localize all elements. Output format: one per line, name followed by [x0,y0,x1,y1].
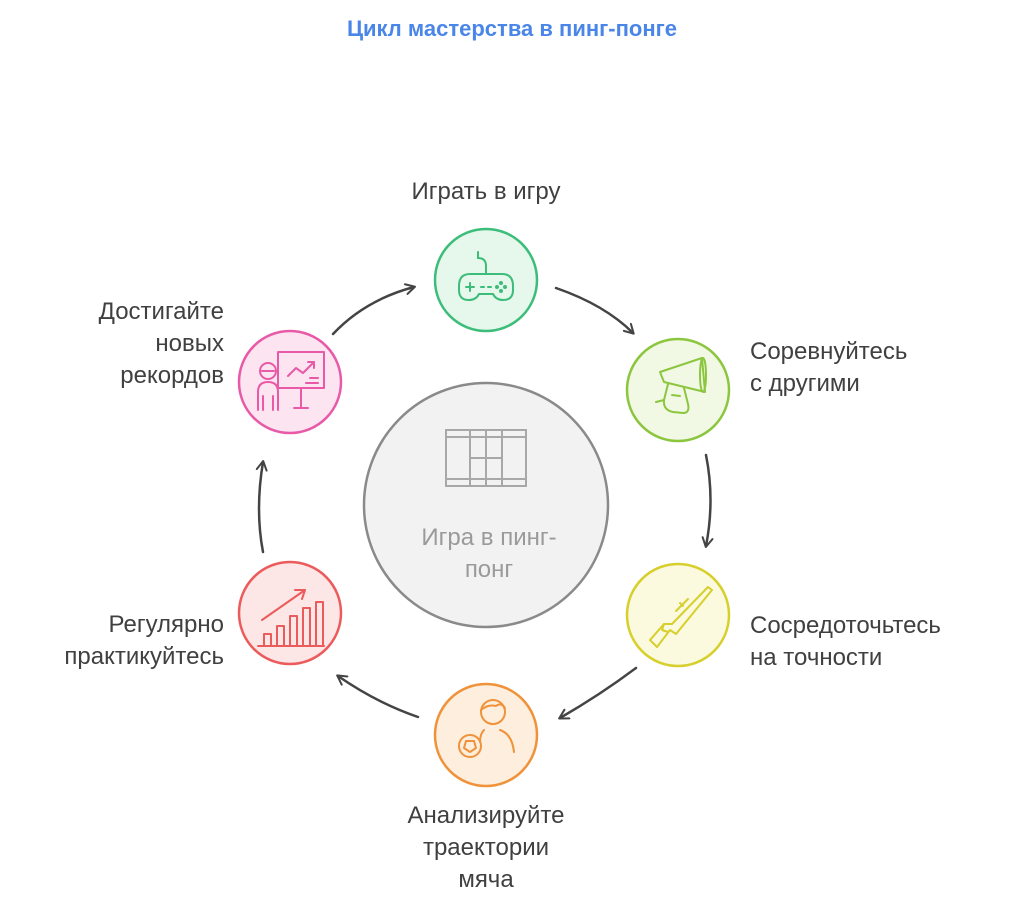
step-label-records: Достигайте новых рекордов [40,296,224,392]
megaphone-icon [655,357,707,414]
step-label-line: новых [155,330,224,357]
step-label-line: мяча [458,866,514,893]
boy-with-ball-icon [458,699,515,758]
arrow-6-to-1 [331,283,416,336]
center-node [362,381,610,629]
step-label-line: Достигайте [98,298,224,325]
step-label-line: Сосредоточьтесь [750,612,941,639]
step-node-records [237,329,343,435]
step-label-compete: Соревнуйтесь с другими [750,336,907,400]
diagram-title: Цикл мастерства в пинг-понге [346,16,678,41]
step-label-line: Анализируйте [407,802,565,829]
arrow-1-to-2 [554,286,635,335]
growth-chart-icon [257,589,325,647]
step-label-line: Играть в игру [411,178,561,205]
step-label-line: Соревнуйтесь [750,338,908,365]
step-label-line: Регулярно [108,611,224,638]
step-label-line: на точности [750,644,883,671]
gamepad-icon [458,251,514,302]
step-label-practice: Регулярно практикуйтесь [40,609,224,673]
rifle-icon [649,586,713,648]
center-label: Игра в пинг- понг [394,522,584,586]
arrow-2-to-3 [701,453,714,548]
arrow-3-to-4 [558,666,638,720]
step-label-line: рекордов [120,362,224,389]
table-tennis-table-icon [445,429,527,487]
step-label-line: практикуйтесь [64,643,224,670]
step-node-accuracy [625,562,731,668]
step-label-accuracy: Сосредоточьтесь на точности [750,610,941,674]
step-label-line: траектории [422,834,550,861]
cycle-arrows [255,283,714,720]
arrow-4-to-5 [336,674,420,719]
center-label-line: понг [464,556,514,583]
presenter-chart-icon [257,351,325,411]
step-label-play: Играть в игру [386,176,586,208]
step-node-play [433,227,539,333]
step-label-analyze: Анализируйте траектории мяча [362,800,610,896]
step-label-line: с другими [750,370,860,397]
step-node-compete [625,337,731,443]
step-node-analyze [433,682,539,788]
step-node-practice [237,560,343,666]
center-label-line: Игра в пинг- [421,524,557,551]
arrow-5-to-6 [255,460,268,554]
